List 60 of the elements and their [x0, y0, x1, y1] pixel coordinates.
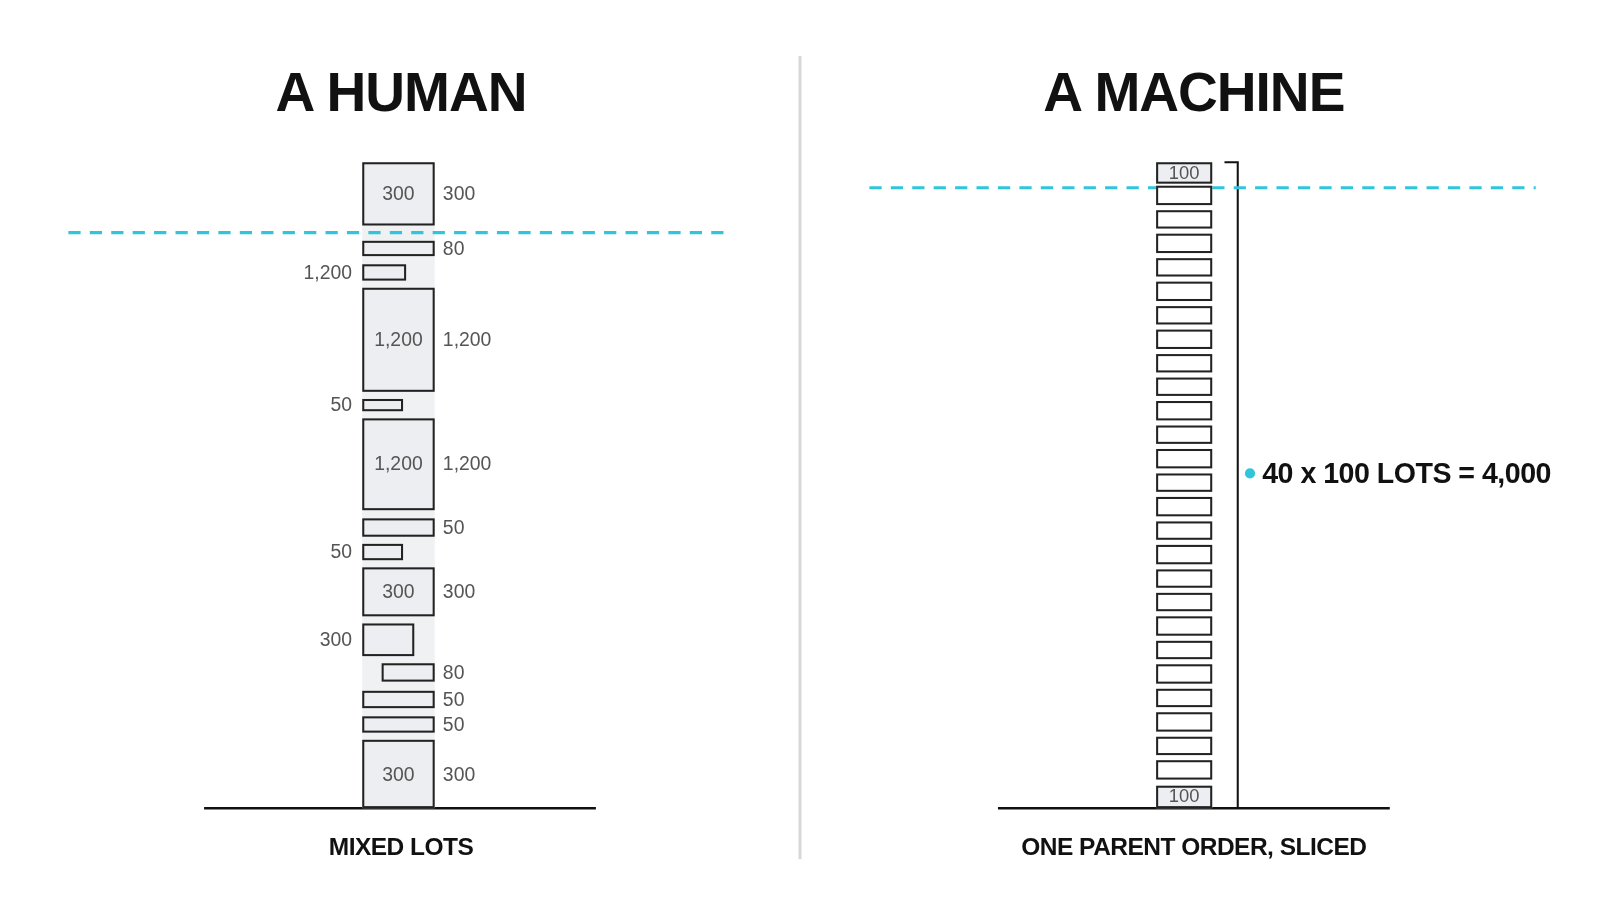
lot-block [1156, 545, 1213, 564]
lot-block [362, 623, 415, 657]
lot-block [1156, 736, 1213, 756]
lot-block: 300 [362, 739, 435, 809]
lot-block: 300 [362, 567, 435, 617]
lot-block [1156, 377, 1213, 397]
lot-block [1156, 425, 1213, 445]
panel-title: A MACHINE [1043, 60, 1345, 124]
lot-block [1156, 760, 1213, 780]
lot-size-label: 80 [442, 661, 465, 684]
total-note: 40 x 100 LOTS = 4,000 [1262, 457, 1551, 490]
lot-block [1156, 712, 1213, 732]
lot-block [1156, 640, 1213, 660]
lot-size-label: 50 [330, 540, 353, 564]
lot-block [1156, 401, 1213, 421]
lot-block [1156, 210, 1213, 229]
caption: MIXED LOTS [328, 832, 474, 862]
lot-block [362, 264, 407, 281]
lot-block [1156, 473, 1213, 493]
lot-size-label: 50 [442, 713, 465, 736]
lot-block: 300 [362, 162, 435, 226]
lot-block: 100 [1156, 162, 1213, 185]
caption: ONE PARENT ORDER, SLICED [1021, 832, 1367, 862]
lot-block [381, 663, 435, 682]
lot-size-label: 80 [442, 237, 465, 260]
lot-block [1156, 616, 1213, 636]
lot-block [362, 399, 404, 412]
lot-block [1156, 449, 1213, 469]
lot-block [1156, 305, 1213, 325]
lot-block [1156, 186, 1213, 205]
lot-block: 1,200 [362, 287, 435, 392]
lot-size-label: 50 [330, 393, 353, 417]
lot-block: 100 [1156, 785, 1213, 809]
lot-block [1156, 568, 1213, 588]
lot-block [1156, 497, 1213, 516]
lot-block [1156, 329, 1213, 349]
lot-block [1156, 257, 1213, 277]
lot-size-label: 1,200 [303, 261, 353, 284]
lot-size-label: 300 [319, 628, 353, 651]
lot-block [1156, 664, 1213, 684]
lot-block [1156, 353, 1213, 373]
lot-size-label: 1,200 [442, 328, 492, 351]
lot-block [1156, 521, 1213, 540]
lot-block [362, 543, 404, 561]
lot-size-label: 300 [442, 182, 476, 206]
lot-block [362, 518, 435, 537]
lot-block [362, 240, 435, 257]
lot-block: 1,200 [362, 418, 435, 511]
lot-size-label: 50 [442, 688, 465, 711]
lot-block [362, 716, 435, 733]
lot-size-label: 300 [442, 580, 476, 604]
lot-block [1156, 592, 1213, 612]
lot-block [1156, 688, 1213, 708]
lot-size-label: 1,200 [442, 453, 492, 476]
panel-title: A HUMAN [275, 60, 527, 124]
lot-block [1156, 234, 1213, 253]
lot-size-label: 50 [442, 516, 465, 539]
lot-block [1156, 281, 1213, 301]
lot-block [362, 690, 435, 709]
lot-size-label: 300 [442, 762, 476, 786]
